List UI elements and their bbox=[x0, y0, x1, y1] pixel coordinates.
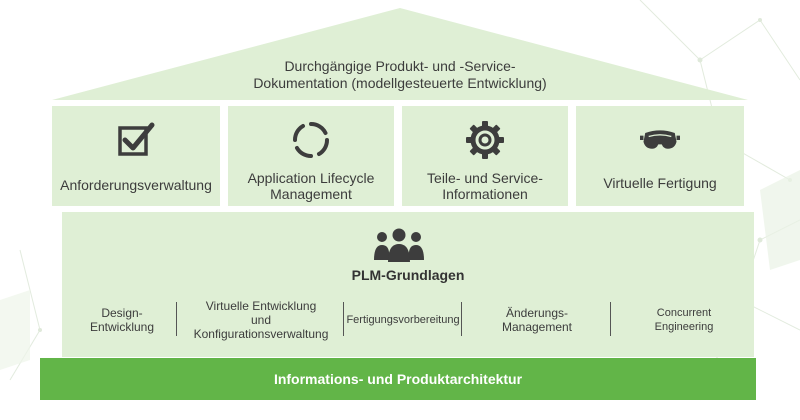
pillar-requirements: Anforderungsverwaltung bbox=[52, 106, 220, 206]
sub-item-manufacturing-prep: Fertigungsvorbereitung bbox=[344, 300, 462, 340]
roof-label-line2: Dokumentation (modellgesteuerte Entwickl… bbox=[253, 75, 547, 91]
divider bbox=[343, 302, 344, 336]
pillar-label-line1: Virtuelle Fertigung bbox=[603, 175, 717, 191]
sub-item-line: Änderungs- bbox=[505, 306, 569, 320]
sub-item-line: Fertigungsvorbereitung bbox=[346, 314, 460, 326]
foundation-bar: Informations- und Produktarchitektur bbox=[40, 358, 756, 400]
base-title: PLM-Grundlagen bbox=[351, 267, 465, 283]
sub-item-change-management: Änderungs- Management bbox=[464, 300, 610, 340]
pillar-alm: Application Lifecycle Management bbox=[228, 106, 394, 206]
pillar-virtual-manufacturing: Virtuelle Fertigung bbox=[576, 106, 744, 206]
sub-item-virtual-development: Virtuelle Entwicklung und Konfigurations… bbox=[178, 299, 344, 341]
sub-item-line: Concurrent bbox=[656, 307, 712, 319]
pillar-parts-service: Teile- und Service- Informationen bbox=[402, 106, 568, 206]
sub-item-line: Engineering bbox=[654, 321, 714, 333]
roof-label-line1: Durchgängige Produkt- und -Service- bbox=[284, 58, 516, 74]
pillar-label: Anforderungsverwaltung bbox=[54, 177, 218, 193]
divider bbox=[461, 302, 462, 336]
pillar-label-line2: Management bbox=[270, 186, 352, 202]
vr-headset-icon bbox=[640, 120, 680, 160]
foundation-bar-label: Informations- und Produktarchitektur bbox=[273, 371, 523, 387]
divider bbox=[176, 302, 177, 336]
sub-item-design: Design- Entwicklung bbox=[70, 300, 174, 340]
people-group-icon bbox=[374, 228, 424, 262]
sub-item-line: Entwicklung bbox=[89, 320, 155, 334]
pillar-label-line1: Teile- und Service- bbox=[427, 170, 543, 186]
pillar-label: Teile- und Service- Informationen bbox=[421, 170, 549, 202]
checkbox-icon bbox=[116, 120, 156, 160]
sub-item-line: Konfigurationsverwaltung bbox=[193, 327, 329, 341]
pillar-label-line1: Application Lifecycle bbox=[247, 170, 375, 186]
pillar-label: Application Lifecycle Management bbox=[242, 170, 381, 202]
sub-item-line: und bbox=[250, 313, 272, 327]
pillar-label-line1: Anforderungsverwaltung bbox=[60, 177, 212, 193]
sub-item-concurrent-engineering: Concurrent Engineering bbox=[610, 300, 758, 340]
sub-item-line: Management bbox=[501, 320, 573, 334]
divider bbox=[610, 302, 611, 336]
sub-item-line: Virtuelle Entwicklung bbox=[205, 299, 317, 313]
sub-item-line: Design- bbox=[101, 306, 143, 320]
plm-foundation-block: PLM-Grundlagen Design- Entwicklung Virtu… bbox=[62, 212, 754, 357]
pillar-label-line2: Informationen bbox=[442, 186, 528, 202]
gear-icon bbox=[465, 120, 505, 160]
roof-label: Durchgängige Produkt- und -Service- Doku… bbox=[150, 58, 650, 92]
pillar-label: Virtuelle Fertigung bbox=[597, 175, 722, 191]
cycle-icon bbox=[291, 120, 331, 160]
roof-triangle bbox=[52, 8, 748, 100]
